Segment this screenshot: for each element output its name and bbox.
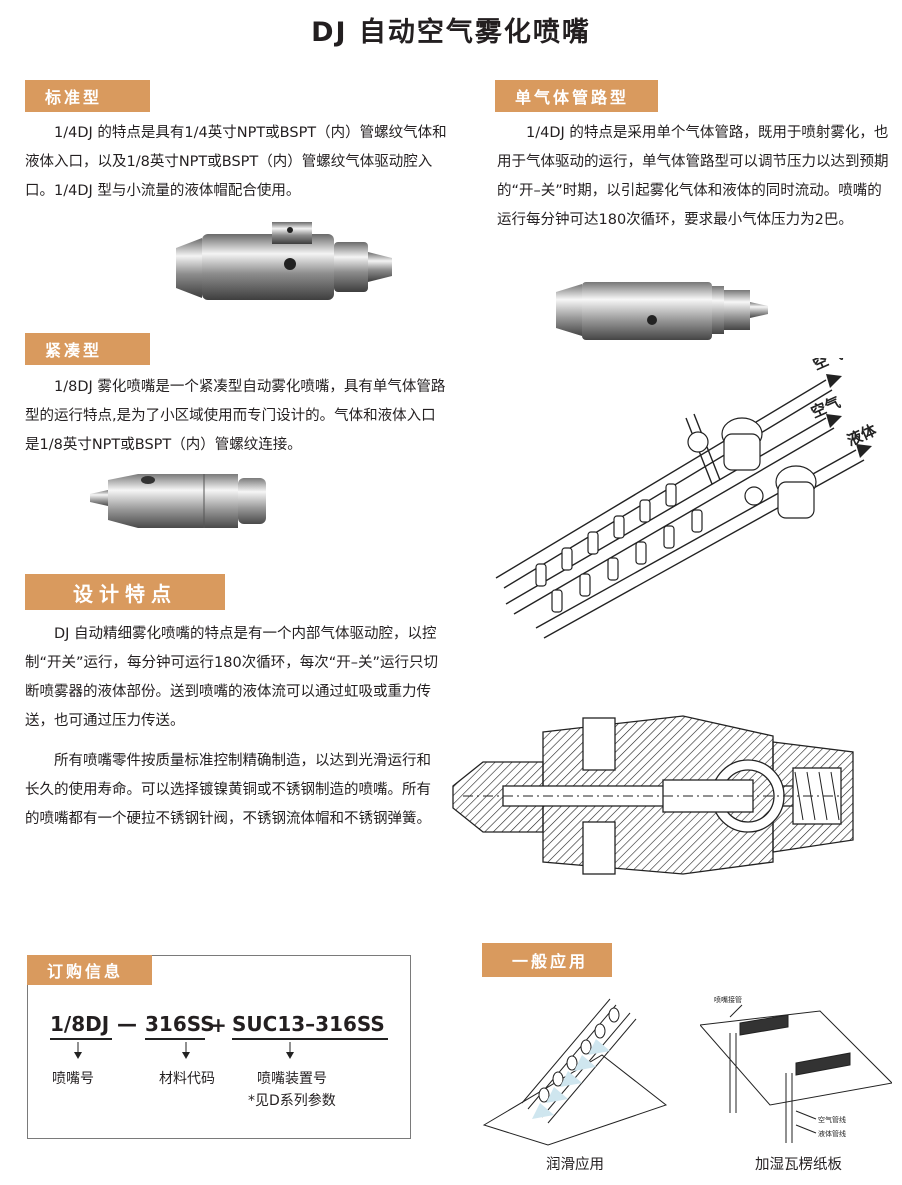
compact-nozzle-image [90, 474, 266, 528]
humidifying-diagram: 喷嘴接管 空气管线 液体管线 [700, 995, 892, 1143]
heading-text: 订购信息 [47, 962, 124, 981]
heading-text: 标准型 [45, 88, 103, 107]
arrow-down-icon [74, 1042, 82, 1059]
underline-material [145, 1038, 205, 1040]
label-material-code: 材料代码 [159, 1071, 215, 1087]
underline-nozzle [50, 1038, 112, 1040]
standard-nozzle-image [176, 222, 392, 300]
ordering-info-box [27, 955, 411, 1139]
compact-description: 1/8DJ 雾化喷嘴是一个紧凑型自动雾化喷嘴，具有单气体管路型的运行特点,是为了… [25, 379, 446, 453]
air-label-1: 空气 [810, 358, 845, 374]
single-air-description: 1/4DJ 的特点是采用单个气体管路，既用于喷射雾化，也用于气体驱动的运行，单气… [497, 125, 889, 228]
label-air-line: 空气管线 [818, 1115, 846, 1124]
lubrication-diagram [482, 998, 668, 1146]
design-paragraph-1: DJ 自动精细雾化喷嘴的特点是有一个内部气体驱动腔，以控制“开关”运行，每分钟可… [25, 626, 438, 729]
order-code-plus: + [210, 1013, 227, 1037]
heading-text: 紧凑型 [45, 341, 103, 360]
section-heading-compact: 紧凑型 [25, 333, 150, 365]
heading-text: 单气体管路型 [515, 88, 630, 107]
arrow-down-icon [182, 1042, 190, 1059]
label-nozzle-number: 喷嘴号 [52, 1071, 94, 1087]
section-heading-design: 设计特点 [25, 574, 225, 610]
single-air-nozzle-image [556, 282, 768, 340]
order-code-nozzle: 1/8DJ [50, 1012, 110, 1036]
design-paragraph-2: 所有喷嘴零件按质量标准控制精确制造，以达到光滑运行和长久的使用寿命。可以选择镀镍… [25, 753, 431, 827]
label-setup-number: 喷嘴装置号 [257, 1071, 327, 1087]
underline-setup [232, 1038, 388, 1040]
label-see-series: *见D系列参数 [248, 1093, 336, 1109]
standard-description: 1/4DJ 的特点是具有1/4英寸NPT或BSPT（内）管螺纹气体和液体入口，以… [25, 125, 447, 199]
cross-section-diagram [452, 715, 854, 875]
section-heading-single-air: 单气体管路型 [495, 80, 658, 112]
label-nozzle-pipe: 喷嘴接管 [714, 995, 742, 1004]
order-code-dash: — [117, 1012, 137, 1036]
heading-text: 设计特点 [73, 581, 177, 606]
page-title: DJ 自动空气雾化喷嘴 [311, 17, 591, 48]
section-heading-applications: 一般应用 [482, 943, 612, 977]
label-liquid-line: 液体管线 [818, 1129, 846, 1138]
arrow-down-icon [286, 1042, 294, 1059]
heading-text: 一般应用 [512, 952, 589, 971]
caption-humidifying: 加湿瓦楞纸板 [755, 1157, 842, 1173]
section-heading-standard: 标准型 [25, 80, 150, 112]
order-code-material: 316SS [145, 1012, 215, 1036]
section-heading-order: 订购信息 [27, 955, 152, 985]
caption-lubrication: 润滑应用 [546, 1157, 604, 1173]
piping-diagram: 空气 空气 液体 [495, 358, 880, 639]
order-code-setup: SUC13–316SS [232, 1012, 385, 1036]
